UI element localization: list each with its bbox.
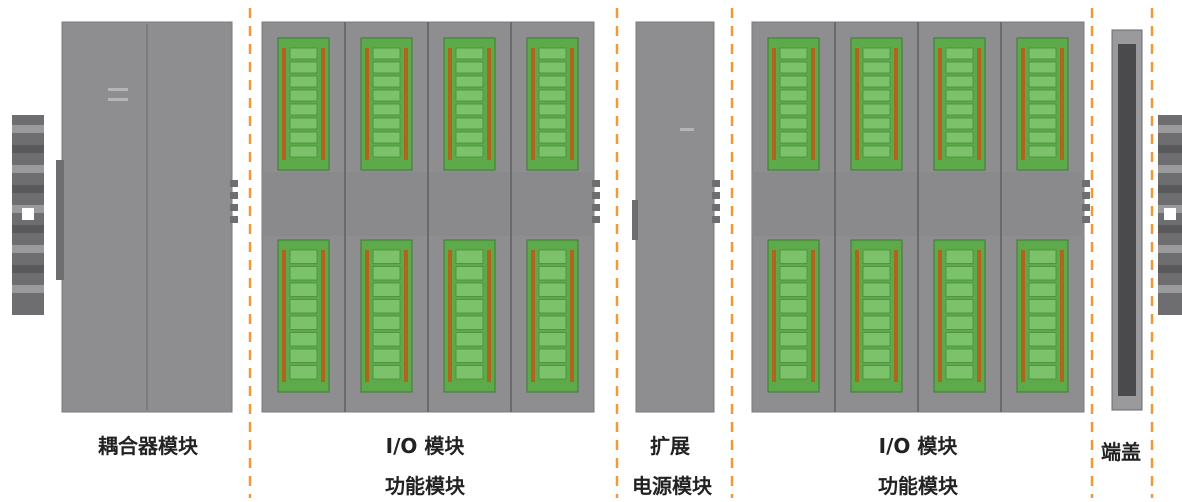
coupler-led [108,88,128,91]
terminal-block [526,37,579,171]
end-cap [1111,29,1143,411]
end-cap-inner [1118,44,1136,396]
ext-connector-pin [712,192,720,199]
ext-connector-pin [712,204,720,211]
coupler-connector-pin [230,180,238,187]
io-module-slice [344,22,413,412]
io-module-slice [1000,22,1069,412]
ext-connector-pin [712,216,720,223]
terminal-block [1016,37,1069,171]
terminal-block [767,239,820,393]
ext-power-latch [632,200,638,240]
coupler-led [108,98,128,101]
io-module-slice [767,37,820,393]
io-connector-pin [592,204,600,211]
io-module-group-1 [261,21,600,413]
terminal-block [850,239,903,393]
io-connector-pin [592,216,600,223]
terminal-block [1016,239,1069,393]
label-io-module-2-line1: I/O 模块 [878,434,958,458]
io-connector-pin [1082,180,1090,187]
io-connector-pin [592,192,600,199]
din-rail-right [1158,115,1182,315]
io-module-slice [510,22,579,412]
label-extension-line1: 扩展 [650,434,690,458]
label-end-cap: 端盖 [1101,440,1141,464]
io-module-slice [427,22,496,412]
terminal-block [767,37,820,171]
ext-power-housing [635,21,715,413]
terminal-block [277,37,330,171]
coupler-connector-pin [230,192,238,199]
terminal-block [277,239,330,393]
terminal-block [850,37,903,171]
io-connector-pin [592,180,600,187]
coupler-connector-pin [230,216,238,223]
terminal-block [933,239,986,393]
label-io-module-1-line1: I/O 模块 [385,434,465,458]
terminal-block [360,239,413,393]
ext-connector-pin [712,180,720,187]
label-io-module-2-line2: 功能模块 [878,474,958,498]
label-extension-line2: 电源模块 [632,474,712,498]
io-connector-pin [1082,204,1090,211]
io-connector-pin [1082,216,1090,223]
terminal-block [933,37,986,171]
terminal-block [443,239,496,393]
terminal-block [443,37,496,171]
io-module-slice [834,22,903,412]
ext-power-led [680,128,694,131]
extension-power-module [632,21,720,413]
io-connector-pin [1082,192,1090,199]
coupler-latch-left [56,160,64,280]
coupler-connector-pin [230,204,238,211]
io-module-group-2 [751,21,1090,413]
coupler-module [56,21,238,413]
din-rail-left [12,115,44,315]
label-coupler-module: 耦合器模块 [98,434,198,458]
io-module-slice [277,37,330,393]
label-io-module-1-line2: 功能模块 [385,474,465,498]
io-module-slice [917,22,986,412]
terminal-block [360,37,413,171]
terminal-block [526,239,579,393]
